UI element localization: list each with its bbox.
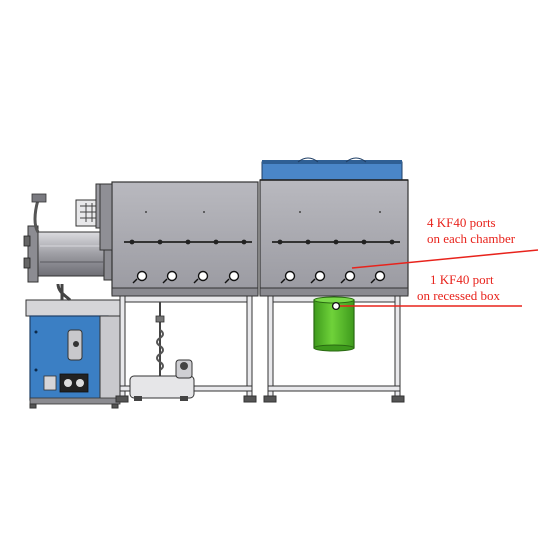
right-chamber-ports (280, 270, 386, 284)
kf40-port-icon (331, 301, 341, 311)
purifier-cabinet (25, 283, 121, 405)
kf40-port-icon (132, 270, 148, 284)
kf40-port-icon (280, 270, 296, 284)
left-chamber-ports (132, 270, 240, 284)
kf40-port-icon (224, 270, 240, 284)
kf40-port-icon (370, 270, 386, 284)
kf40-port-icon (162, 270, 178, 284)
antechamber (23, 193, 115, 283)
kf40-ports-sublabel: on each chamber (427, 231, 516, 246)
kf40-port-icon (310, 270, 326, 284)
kf40-port-icon (193, 270, 209, 284)
recessed-box (313, 296, 355, 352)
kf40-ports-label: 4 KF40 ports (427, 215, 496, 230)
recessed-port-sublabel: on recessed box (417, 288, 501, 303)
vacuum-pump-icon (129, 302, 195, 401)
callout-lines (340, 249, 539, 307)
kf40-port-icon (340, 270, 356, 284)
right-chamber (259, 157, 409, 297)
recessed-port-label: 1 KF40 port (430, 272, 494, 287)
